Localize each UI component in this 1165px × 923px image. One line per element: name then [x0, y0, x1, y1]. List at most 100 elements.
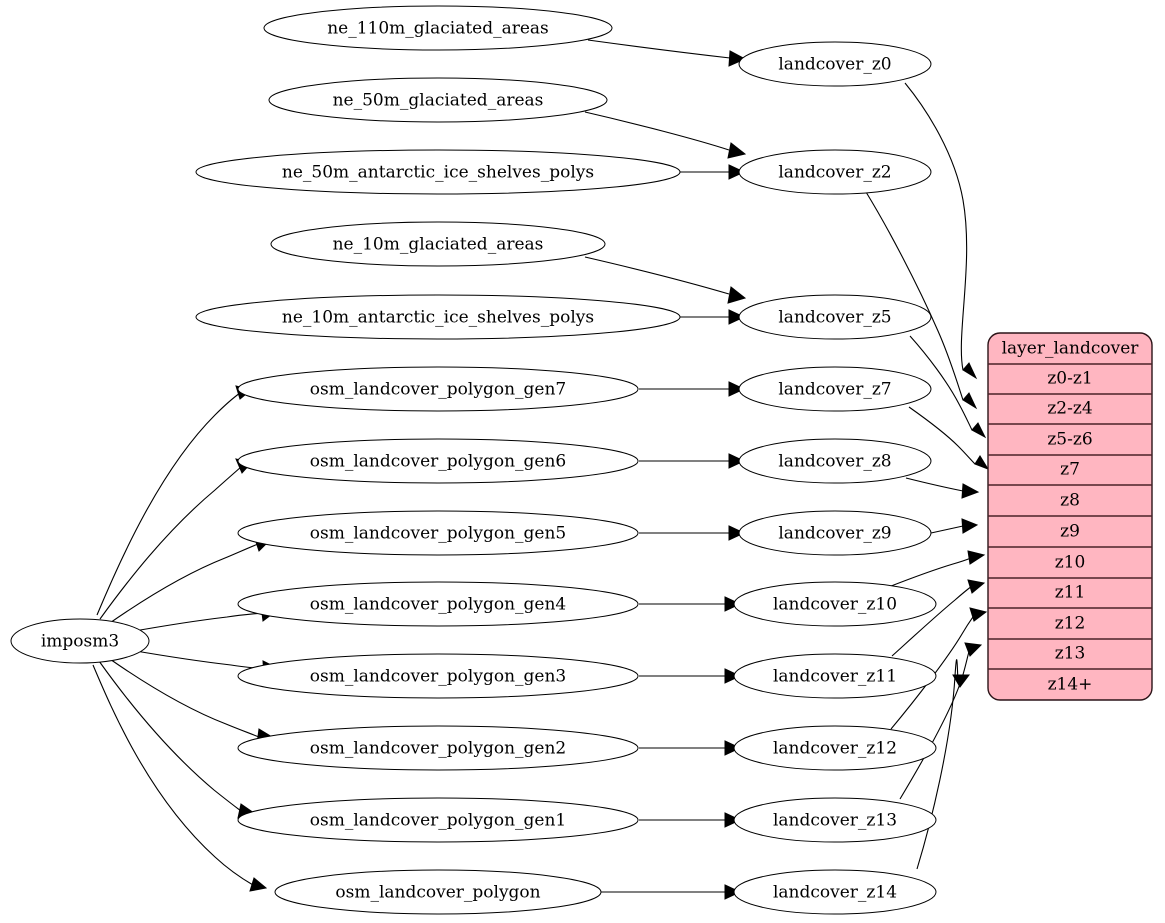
node-osm-landcover-polygon-gen2-shape[interactable]	[237, 725, 639, 771]
node-landcover-z14-label: landcover_z14	[773, 883, 897, 903]
node-landcover-z0-shape[interactable]	[738, 41, 932, 87]
edge-z14-to-row-z14	[916, 659, 970, 870]
node-osm-landcover-polygon[interactable]: osm_landcover_polygon	[274, 869, 602, 915]
node-ne-10m-antarctic-ice-shelves-polys[interactable]: ne_10m_antarctic_ice_shelves_polys	[195, 294, 681, 340]
table-row-z0-z1[interactable]: z0-z1	[1047, 369, 1092, 389]
node-osm-landcover-polygon-gen7-shape[interactable]	[237, 366, 639, 412]
edge-ne50mglac-to-z2	[584, 111, 747, 159]
node-osm-landcover-polygon-gen7-label: osm_landcover_polygon_gen7	[310, 380, 566, 400]
node-ne-110m-glaciated-areas-shape[interactable]	[263, 5, 613, 51]
table-row-z2-z4[interactable]: z2-z4	[1047, 399, 1092, 419]
table-row-z5-z6[interactable]: z5-z6	[1047, 430, 1092, 450]
node-landcover-z11-label: landcover_z11	[773, 667, 897, 687]
edge-z8-to-row-z8	[905, 477, 980, 499]
node-landcover-z13-shape[interactable]	[733, 797, 937, 843]
edge-imposm3-to-gen6	[99, 458, 252, 620]
node-ne-10m-antarctic-ice-shelves-polys-shape[interactable]	[195, 294, 681, 340]
edge-z12-to-row-z12	[890, 607, 988, 730]
node-ne-10m-glaciated-areas-label: ne_10m_glaciated_areas	[333, 235, 544, 255]
edge-gen2-to-z12	[639, 740, 742, 756]
node-osm-landcover-polygon-label: osm_landcover_polygon	[335, 883, 540, 903]
node-landcover-z11-shape[interactable]	[733, 653, 937, 699]
edge-z11-to-row-z11	[891, 579, 986, 657]
node-landcover-z2-label: landcover_z2	[778, 163, 891, 183]
edge-imposm3-to-gen1	[98, 660, 256, 819]
node-landcover-z13-label: landcover_z13	[773, 811, 897, 831]
edge-z0-to-row-z0z1	[904, 82, 978, 380]
table-row-z12[interactable]: z12	[1055, 614, 1086, 634]
node-ne-110m-glaciated-areas[interactable]: ne_110m_glaciated_areas	[263, 5, 613, 51]
node-landcover-z10[interactable]: landcover_z10	[733, 581, 937, 627]
node-landcover-z12-shape[interactable]	[733, 725, 937, 771]
node-landcover-z12[interactable]: landcover_z12	[733, 725, 937, 771]
node-osm-landcover-polygon-gen2-label: osm_landcover_polygon_gen2	[310, 739, 566, 759]
edge-polygon-to-z14	[601, 884, 742, 900]
node-landcover-z9-shape[interactable]	[738, 510, 932, 556]
node-osm-landcover-polygon-gen6-shape[interactable]	[237, 438, 639, 484]
table-row-z11[interactable]: z11	[1055, 583, 1086, 603]
node-landcover-z8-shape[interactable]	[738, 438, 932, 484]
node-ne-110m-glaciated-areas-label: ne_110m_glaciated_areas	[327, 19, 549, 39]
edge-gen1-to-z13	[639, 812, 742, 828]
table-row-z13[interactable]: z13	[1055, 644, 1086, 664]
node-ne-50m-glaciated-areas-shape[interactable]	[268, 77, 608, 123]
node-osm-landcover-polygon-gen3-label: osm_landcover_polygon_gen3	[310, 667, 566, 687]
node-osm-landcover-polygon-gen1[interactable]: osm_landcover_polygon_gen1	[237, 797, 639, 843]
table-row-z14-plus[interactable]: z14+	[1048, 675, 1093, 695]
node-osm-landcover-polygon-shape[interactable]	[274, 869, 602, 915]
edge-ne50mantarctic-to-z2	[680, 164, 746, 180]
edge-z2-to-row-z2z4	[865, 191, 978, 410]
node-osm-landcover-polygon-gen4[interactable]: osm_landcover_polygon_gen4	[237, 581, 639, 627]
node-osm-landcover-polygon-gen6[interactable]: osm_landcover_polygon_gen6	[237, 438, 639, 484]
node-landcover-z14-shape[interactable]	[733, 869, 937, 915]
node-ne-10m-antarctic-ice-shelves-polys-label: ne_10m_antarctic_ice_shelves_polys	[282, 308, 594, 328]
node-ne-50m-antarctic-ice-shelves-polys[interactable]: ne_50m_antarctic_ice_shelves_polys	[195, 149, 681, 195]
node-landcover-z9[interactable]: landcover_z9	[738, 510, 932, 556]
node-landcover-z2[interactable]: landcover_z2	[738, 149, 932, 195]
node-ne-50m-glaciated-areas-label: ne_50m_glaciated_areas	[333, 91, 544, 111]
node-landcover-z0[interactable]: landcover_z0	[738, 41, 932, 87]
node-imposm3-shape[interactable]	[10, 618, 150, 664]
node-osm-landcover-polygon-gen5-shape[interactable]	[237, 510, 639, 556]
node-landcover-z11[interactable]: landcover_z11	[733, 653, 937, 699]
node-landcover-z10-shape[interactable]	[733, 581, 937, 627]
node-ne-50m-glaciated-areas[interactable]: ne_50m_glaciated_areas	[268, 77, 608, 123]
node-imposm3-label: imposm3	[41, 632, 119, 652]
node-landcover-z7-label: landcover_z7	[778, 380, 891, 400]
node-osm-landcover-polygon-gen7[interactable]: osm_landcover_polygon_gen7	[237, 366, 639, 412]
edge-ne110m-to-z0	[587, 39, 747, 67]
edge-z13-to-row-z13	[899, 642, 983, 800]
table-row-z10[interactable]: z10	[1055, 553, 1086, 573]
node-osm-landcover-polygon-gen5[interactable]: osm_landcover_polygon_gen5	[237, 510, 639, 556]
table-row-z9[interactable]: z9	[1060, 522, 1080, 542]
node-landcover-z2-shape[interactable]	[738, 149, 932, 195]
node-osm-landcover-polygon-gen1-label: osm_landcover_polygon_gen1	[310, 811, 566, 831]
node-landcover-z8[interactable]: landcover_z8	[738, 438, 932, 484]
table-row-z8[interactable]: z8	[1060, 491, 1080, 511]
node-landcover-z7-shape[interactable]	[738, 366, 932, 412]
node-landcover-z14[interactable]: landcover_z14	[733, 869, 937, 915]
node-osm-landcover-polygon-gen3[interactable]: osm_landcover_polygon_gen3	[237, 653, 639, 699]
node-landcover-z13[interactable]: landcover_z13	[733, 797, 937, 843]
node-landcover-z8-label: landcover_z8	[778, 452, 891, 472]
table-row-z7[interactable]: z7	[1060, 460, 1080, 480]
node-osm-landcover-polygon-gen4-label: osm_landcover_polygon_gen4	[310, 595, 566, 615]
node-osm-landcover-polygon-gen1-shape[interactable]	[237, 797, 639, 843]
node-osm-landcover-polygon-gen3-shape[interactable]	[237, 653, 639, 699]
node-landcover-z7[interactable]: landcover_z7	[738, 366, 932, 412]
node-landcover-z5[interactable]: landcover_z5	[738, 294, 932, 340]
node-landcover-z9-label: landcover_z9	[778, 524, 891, 544]
node-osm-landcover-polygon-gen2[interactable]: osm_landcover_polygon_gen2	[237, 725, 639, 771]
node-landcover-z5-shape[interactable]	[738, 294, 932, 340]
layer-landcover-table-header: layer_landcover	[1002, 339, 1140, 359]
node-landcover-z0-label: landcover_z0	[778, 55, 891, 75]
edge-imposm3-to-polygon	[92, 664, 268, 892]
node-ne-50m-antarctic-ice-shelves-polys-shape[interactable]	[195, 149, 681, 195]
node-osm-landcover-polygon-gen4-shape[interactable]	[237, 581, 639, 627]
layer-landcover-table[interactable]: layer_landcover z0-z1 z2-z4 z5-z6 z7 z8 …	[987, 332, 1153, 701]
node-imposm3[interactable]: imposm3	[10, 618, 150, 664]
node-ne-10m-glaciated-areas[interactable]: ne_10m_glaciated_areas	[270, 221, 606, 267]
edge-z7-to-row-z7	[908, 406, 990, 470]
node-ne-10m-glaciated-areas-shape[interactable]	[270, 221, 606, 267]
